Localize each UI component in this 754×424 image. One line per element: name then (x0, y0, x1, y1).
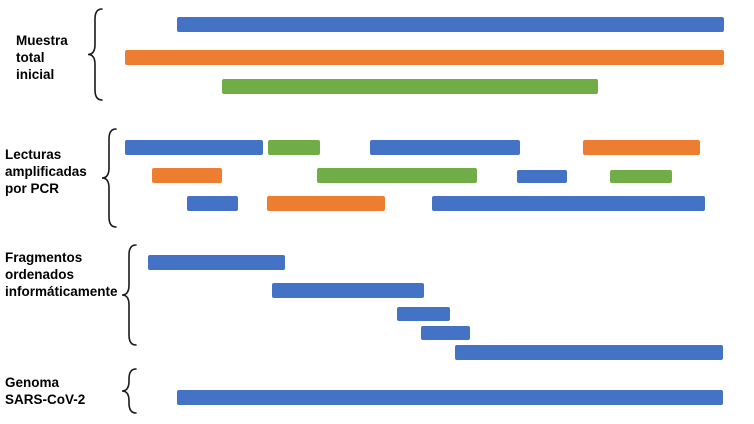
fragmentos-ordenados-informaticamente-bar-blue (148, 255, 285, 270)
brace-muestra-total-inicial (87, 8, 103, 101)
fragmentos-ordenados-informaticamente-bar-blue (272, 283, 424, 298)
genoma-sars-cov-2-bar-blue (177, 390, 723, 405)
section-label-fragmentos-ordenados-informaticamente: Fragmentos ordenados informáticamente (5, 250, 118, 299)
brace-fragmentos-ordenados-informaticamente (121, 244, 137, 346)
lecturas-amplificadas-por-pcr-bar-orange (583, 140, 700, 155)
lecturas-amplificadas-por-pcr-bar-blue (187, 196, 238, 211)
muestra-total-inicial-bar-green (222, 79, 598, 94)
section-label-lecturas-amplificadas-por-pcr: Lecturas amplificadas por PCR (5, 147, 87, 196)
lecturas-amplificadas-por-pcr-bar-green (317, 168, 477, 183)
brace-lecturas-amplificadas-por-pcr (101, 128, 117, 228)
lecturas-amplificadas-por-pcr-bar-blue (370, 140, 520, 155)
lecturas-amplificadas-por-pcr-bar-blue (432, 196, 705, 211)
lecturas-amplificadas-por-pcr-bar-blue (517, 170, 567, 183)
fragmentos-ordenados-informaticamente-bar-blue (397, 307, 450, 321)
lecturas-amplificadas-por-pcr-bar-green (268, 140, 320, 155)
brace-genoma-sars-cov-2 (121, 368, 137, 414)
lecturas-amplificadas-por-pcr-bar-orange (152, 168, 222, 183)
fragmentos-ordenados-informaticamente-bar-blue (421, 326, 470, 340)
lecturas-amplificadas-por-pcr-bar-orange (267, 196, 385, 211)
section-label-muestra-total-inicial: Muestra total inicial (16, 33, 68, 82)
muestra-total-inicial-bar-orange (125, 50, 724, 65)
muestra-total-inicial-bar-blue (177, 17, 724, 32)
lecturas-amplificadas-por-pcr-bar-blue (125, 140, 263, 155)
lecturas-amplificadas-por-pcr-bar-green (610, 170, 672, 183)
fragmentos-ordenados-informaticamente-bar-blue (455, 345, 723, 360)
section-label-genoma-sars-cov-2: Genoma SARS-CoV-2 (5, 375, 86, 407)
